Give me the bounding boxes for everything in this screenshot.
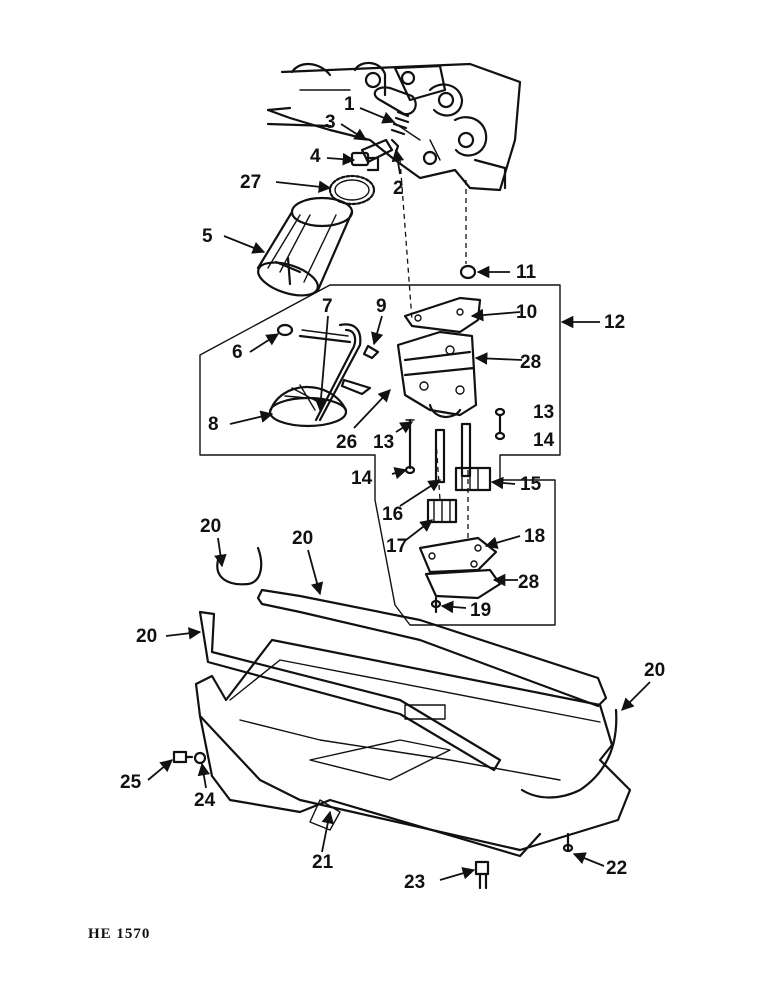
callout-4: 4 — [310, 146, 321, 167]
callout-13b: 13 — [373, 432, 394, 453]
callout-2: 2 — [393, 178, 404, 199]
plug-part-25 — [172, 750, 194, 764]
pump-group-outline — [199, 284, 561, 626]
drain-plug-part-23 — [474, 860, 490, 890]
callout-20d: 20 — [644, 660, 665, 681]
callout-20c: 20 — [136, 626, 157, 647]
callout-5: 5 — [202, 226, 213, 247]
part-9 — [362, 344, 380, 360]
gasket-part-20-side — [256, 588, 608, 708]
gear-part-15 — [454, 466, 492, 492]
gear-part-17 — [426, 498, 458, 524]
callout-19: 19 — [470, 600, 491, 621]
callout-12: 12 — [604, 312, 625, 333]
oil-filter-part-5 — [256, 196, 354, 297]
callout-1: 1 — [344, 94, 355, 115]
callout-28b: 28 — [518, 572, 539, 593]
figure-code: HE 1570 — [88, 926, 150, 942]
callout-15: 15 — [520, 474, 542, 495]
part-26 — [340, 378, 372, 396]
callout-28a: 28 — [520, 352, 541, 373]
seal-part-20-right — [520, 708, 618, 799]
callout-10: 10 — [516, 302, 537, 323]
washer-part-24 — [193, 751, 207, 765]
callout-18: 18 — [524, 526, 545, 547]
screw-part-14 — [494, 407, 506, 441]
shaft-part-16 — [434, 422, 472, 484]
cover-part-28 — [424, 568, 502, 600]
tube-part-7 — [298, 323, 362, 422]
callout-6: 6 — [232, 342, 243, 363]
callout-23: 23 — [404, 872, 425, 893]
engine-block — [266, 61, 522, 192]
gasket-part-20-left — [198, 610, 502, 772]
callout-14b: 14 — [351, 468, 373, 489]
callout-24: 24 — [194, 790, 216, 811]
callout-3: 3 — [325, 112, 336, 133]
bolt-part-22 — [562, 832, 574, 853]
part-11 — [459, 264, 477, 280]
screw-part-19 — [430, 596, 442, 614]
callout-17: 17 — [386, 536, 407, 557]
spring-part-1 — [390, 110, 410, 136]
callout-20b: 20 — [292, 528, 313, 549]
callout-26: 26 — [336, 432, 357, 453]
callout-22: 22 — [606, 858, 627, 879]
nut-part-6 — [276, 323, 294, 337]
seal-part-20-upper — [216, 546, 263, 586]
callout-8: 8 — [208, 414, 219, 435]
callout-25: 25 — [120, 772, 142, 793]
callout-16: 16 — [382, 504, 403, 525]
callout-11: 11 — [516, 262, 537, 283]
callout-14a: 14 — [533, 430, 555, 451]
callout-20a: 20 — [200, 516, 221, 537]
cover-gasket-part-18 — [418, 536, 498, 574]
callout-9: 9 — [376, 296, 387, 317]
callout-7: 7 — [322, 296, 333, 317]
callout-27: 27 — [240, 172, 261, 193]
callout-21: 21 — [312, 852, 334, 873]
callout-13a: 13 — [533, 402, 554, 423]
pump-body-part-28 — [396, 330, 478, 418]
screw-part-13 — [404, 418, 416, 475]
gasket-part-10 — [403, 296, 482, 334]
oil-pan-part-21 — [194, 638, 632, 858]
